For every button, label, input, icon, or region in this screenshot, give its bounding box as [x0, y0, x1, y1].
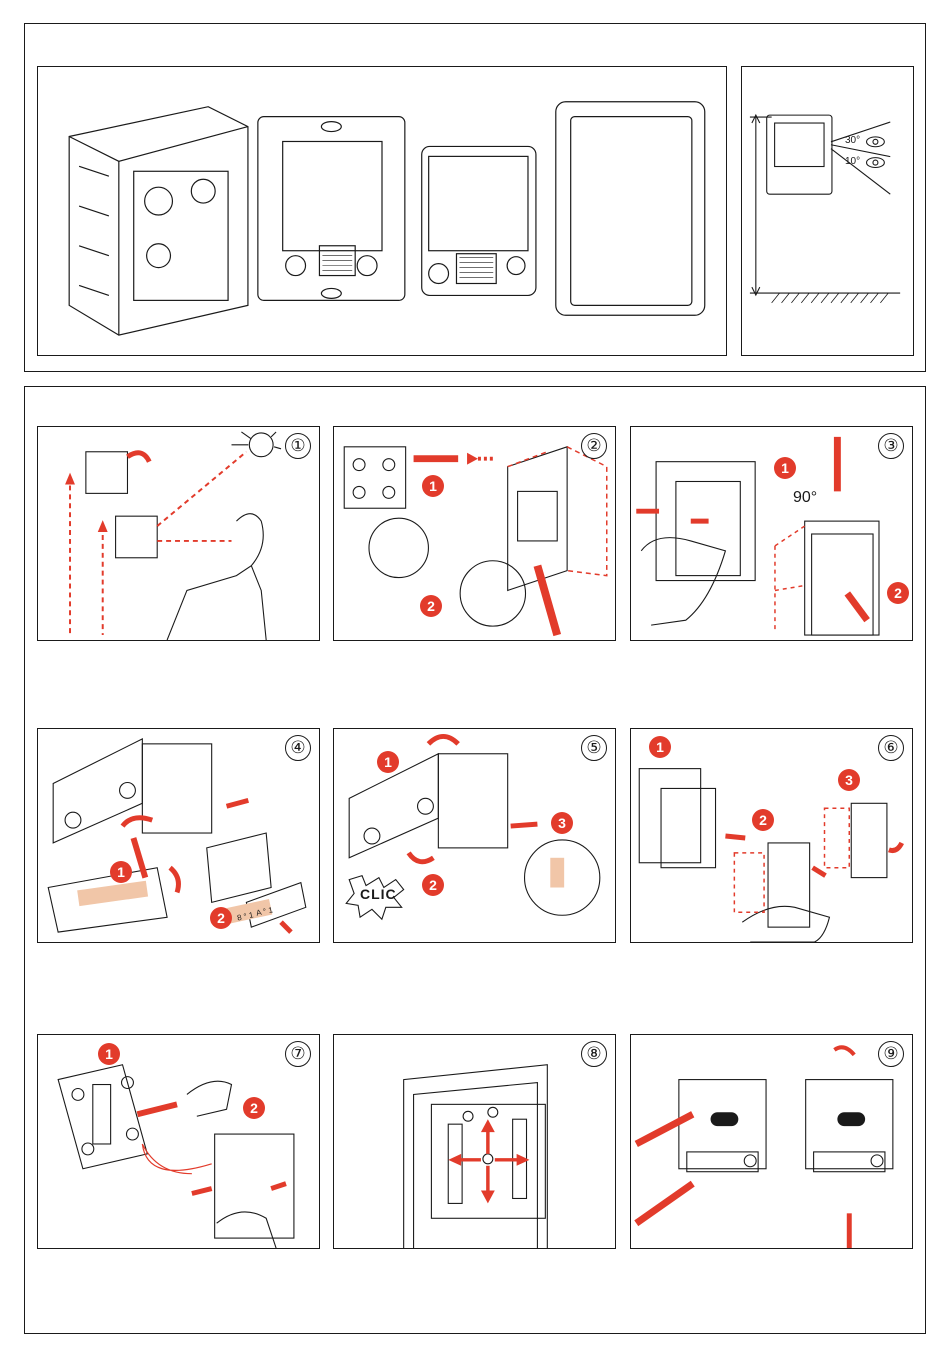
step-2-number: ② — [581, 433, 607, 459]
step-8-panel: ⑧ — [333, 1034, 616, 1249]
step-3-number: ③ — [878, 433, 904, 459]
step-9-drawing — [631, 1035, 912, 1248]
step-1-number: ① — [285, 433, 311, 459]
step-7-marker-1: 1 — [98, 1043, 120, 1065]
angle-30-label: 30° — [845, 135, 860, 146]
step-7-panel: 1 2 ⑦ — [37, 1034, 320, 1249]
step-4-marker-1: 1 — [110, 861, 132, 883]
step-3-marker-2: 2 — [887, 582, 909, 604]
step-3-panel: 1 2 90° ③ — [630, 426, 913, 641]
step-5-marker-3: 3 — [551, 812, 573, 834]
step-3-drawing — [631, 427, 912, 640]
step-6-number: ⑥ — [878, 735, 904, 761]
step-6-panel: 1 2 3 ⑥ — [630, 728, 913, 943]
step-4-panel: 1 2 8 ° 1 A ° 1 ④ — [37, 728, 320, 943]
step-2-marker-2: 2 — [420, 595, 442, 617]
step-5-marker-2: 2 — [422, 874, 444, 896]
step-2-panel: 1 2 ② — [333, 426, 616, 641]
step-6-marker-2: 2 — [752, 809, 774, 831]
step-7-drawing — [38, 1035, 319, 1248]
step-7-marker-2: 2 — [243, 1097, 265, 1119]
step-6-drawing — [631, 729, 912, 942]
step-5-panel: 1 2 3 CLIC ⑤ — [333, 728, 616, 943]
step-5-marker-1: 1 — [377, 751, 399, 773]
step-4-number: ④ — [285, 735, 311, 761]
angle-10-label: 10° — [845, 156, 860, 167]
step-5-number: ⑤ — [581, 735, 607, 761]
step-3-angle-label: 90° — [793, 489, 817, 507]
step-1-panel: ① — [37, 426, 320, 641]
step-3-marker-1: 1 — [774, 457, 796, 479]
step-9-panel: ⑨ — [630, 1034, 913, 1249]
step-8-number: ⑧ — [581, 1041, 607, 1067]
step-2-drawing — [334, 427, 615, 640]
step-4-marker-2: 2 — [210, 907, 232, 929]
step-2-marker-1: 1 — [422, 475, 444, 497]
step-9-number: ⑨ — [878, 1041, 904, 1067]
exploded-view-panel — [37, 66, 727, 356]
step-4-drawing — [38, 729, 319, 942]
exploded-view-drawing — [38, 67, 726, 355]
step-6-marker-3: 3 — [838, 769, 860, 791]
mounting-height-drawing — [742, 67, 913, 355]
step-8-drawing — [334, 1035, 615, 1248]
step-1-drawing — [38, 427, 319, 640]
mounting-height-panel: 30° 10° — [741, 66, 914, 356]
step-6-marker-1: 1 — [649, 736, 671, 758]
step-5-clic-label: CLIC — [360, 886, 397, 902]
step-7-number: ⑦ — [285, 1041, 311, 1067]
